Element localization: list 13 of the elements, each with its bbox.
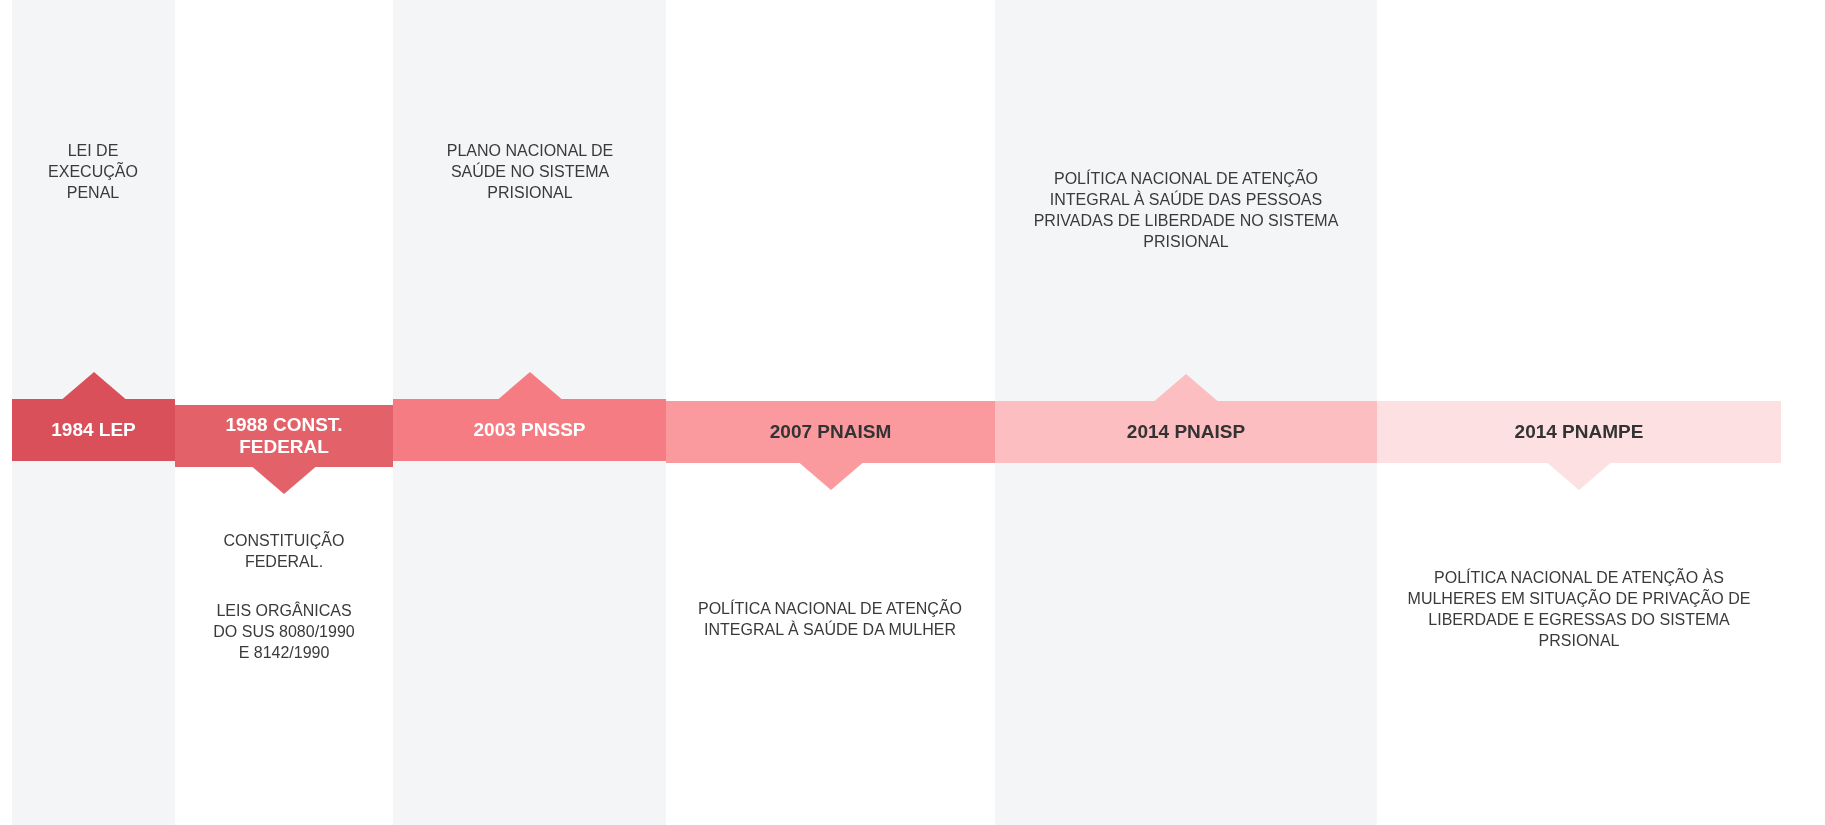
year-label: 1984 LEP	[51, 419, 136, 441]
description-text: CONSTITUIÇÃO FEDERAL.	[222, 530, 346, 572]
year-label: 2014 PNAMPE	[1514, 421, 1644, 443]
year-label: 2007 PNAISM	[769, 421, 892, 443]
description-text: POLÍTICA NACIONAL DE ATENÇÃO ÀS MULHERES EM SITUAÇÃO DE PRIVAÇÃO DE LIBERDADE E EGRESSAS DO SISTEMA PRSIONAL	[1406, 567, 1752, 651]
description-text: LEIS ORGÂNICAS DO SUS 8080/1990 E 8142/1990	[212, 600, 356, 663]
year-label: 2003 PNSSP	[473, 419, 586, 441]
description-text: PLANO NACIONAL DE SAÚDE NO SISTEMA PRISIONAL	[445, 141, 615, 203]
description-text: POLÍTICA NACIONAL DE ATENÇÃO INTEGRAL À SAÚDE DAS PESSOAS PRIVADAS DE LIBERDADE NO SISTEMA PRISIONAL	[1032, 168, 1340, 252]
year-label: 2014 PNAISP	[1126, 421, 1246, 443]
description-text: LEI DE EXECUÇÃO PENAL	[47, 141, 139, 203]
year-label: 1988 CONST. FEDERAL	[224, 414, 344, 458]
description-text: POLÍTICA NACIONAL DE ATENÇÃO INTEGRAL À SAÚDE DA MULHER	[696, 598, 964, 640]
